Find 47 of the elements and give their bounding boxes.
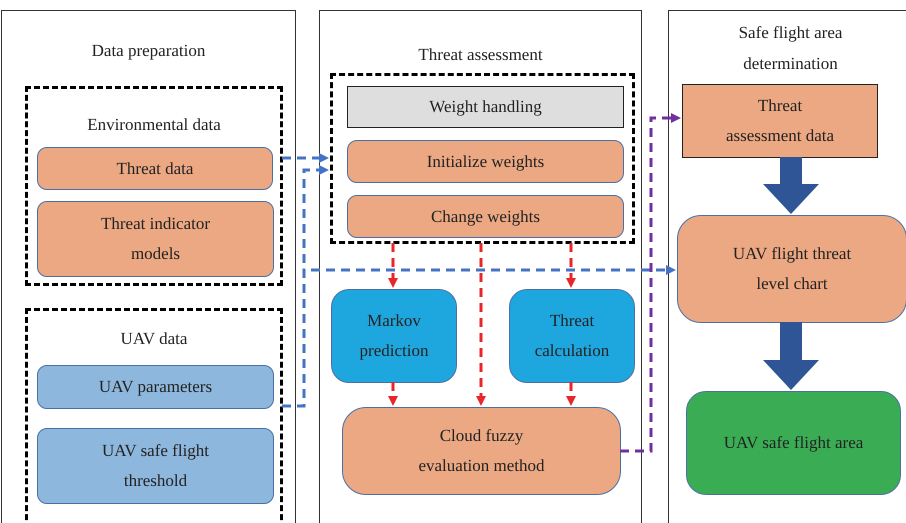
box-label: UAV safe flight area bbox=[724, 432, 864, 454]
column-panel bbox=[1, 10, 296, 523]
box-label: Weight handling bbox=[429, 96, 542, 118]
process-box bbox=[37, 365, 274, 409]
group-heading: Safe flight area determination bbox=[738, 22, 844, 76]
box-label: Threat assessment data bbox=[725, 95, 835, 147]
group-heading: Environmental data bbox=[87, 114, 221, 136]
process-box bbox=[331, 289, 457, 383]
box-label: Initialize weights bbox=[426, 150, 544, 173]
process-box bbox=[509, 289, 635, 383]
box-label: Markov prediction bbox=[358, 310, 430, 362]
box-label: Threat data bbox=[116, 158, 194, 180]
box-label: UAV parameters bbox=[98, 376, 212, 398]
column-panel bbox=[319, 10, 642, 523]
process-box bbox=[682, 84, 878, 158]
arrow bbox=[282, 265, 676, 408]
group-heading: Data preparation bbox=[92, 40, 206, 62]
box-label: UAV flight threat level chart bbox=[732, 243, 852, 295]
process-box bbox=[37, 428, 274, 504]
arrow bbox=[566, 243, 576, 288]
arrow bbox=[566, 382, 576, 406]
group-heading: Threat assessment bbox=[418, 44, 543, 66]
process-box bbox=[677, 215, 906, 323]
arrow bbox=[388, 382, 398, 406]
arrow bbox=[388, 243, 398, 288]
process-box bbox=[347, 140, 624, 183]
process-box bbox=[342, 407, 621, 495]
process-box bbox=[37, 201, 274, 277]
process-box bbox=[347, 86, 624, 128]
arrow bbox=[476, 243, 486, 406]
box-label: Threat calculation bbox=[534, 310, 610, 362]
box-label: Cloud fuzzy evaluation method bbox=[417, 425, 546, 477]
arrow bbox=[620, 113, 681, 452]
dashed-group-box bbox=[330, 73, 635, 244]
arrow bbox=[282, 153, 329, 163]
dashed-group-box bbox=[25, 308, 283, 523]
column-panel bbox=[668, 10, 906, 523]
process-box bbox=[347, 195, 624, 238]
block-arrow bbox=[763, 322, 819, 390]
block-arrow bbox=[763, 157, 819, 214]
process-box bbox=[37, 147, 273, 190]
box-label: Threat indicator models bbox=[100, 213, 212, 265]
dashed-group-box bbox=[25, 86, 283, 286]
box-label: Change weights bbox=[430, 206, 540, 228]
process-box bbox=[686, 391, 901, 495]
box-label: UAV safe flight threshold bbox=[100, 440, 210, 492]
group-heading: UAV data bbox=[120, 328, 188, 350]
